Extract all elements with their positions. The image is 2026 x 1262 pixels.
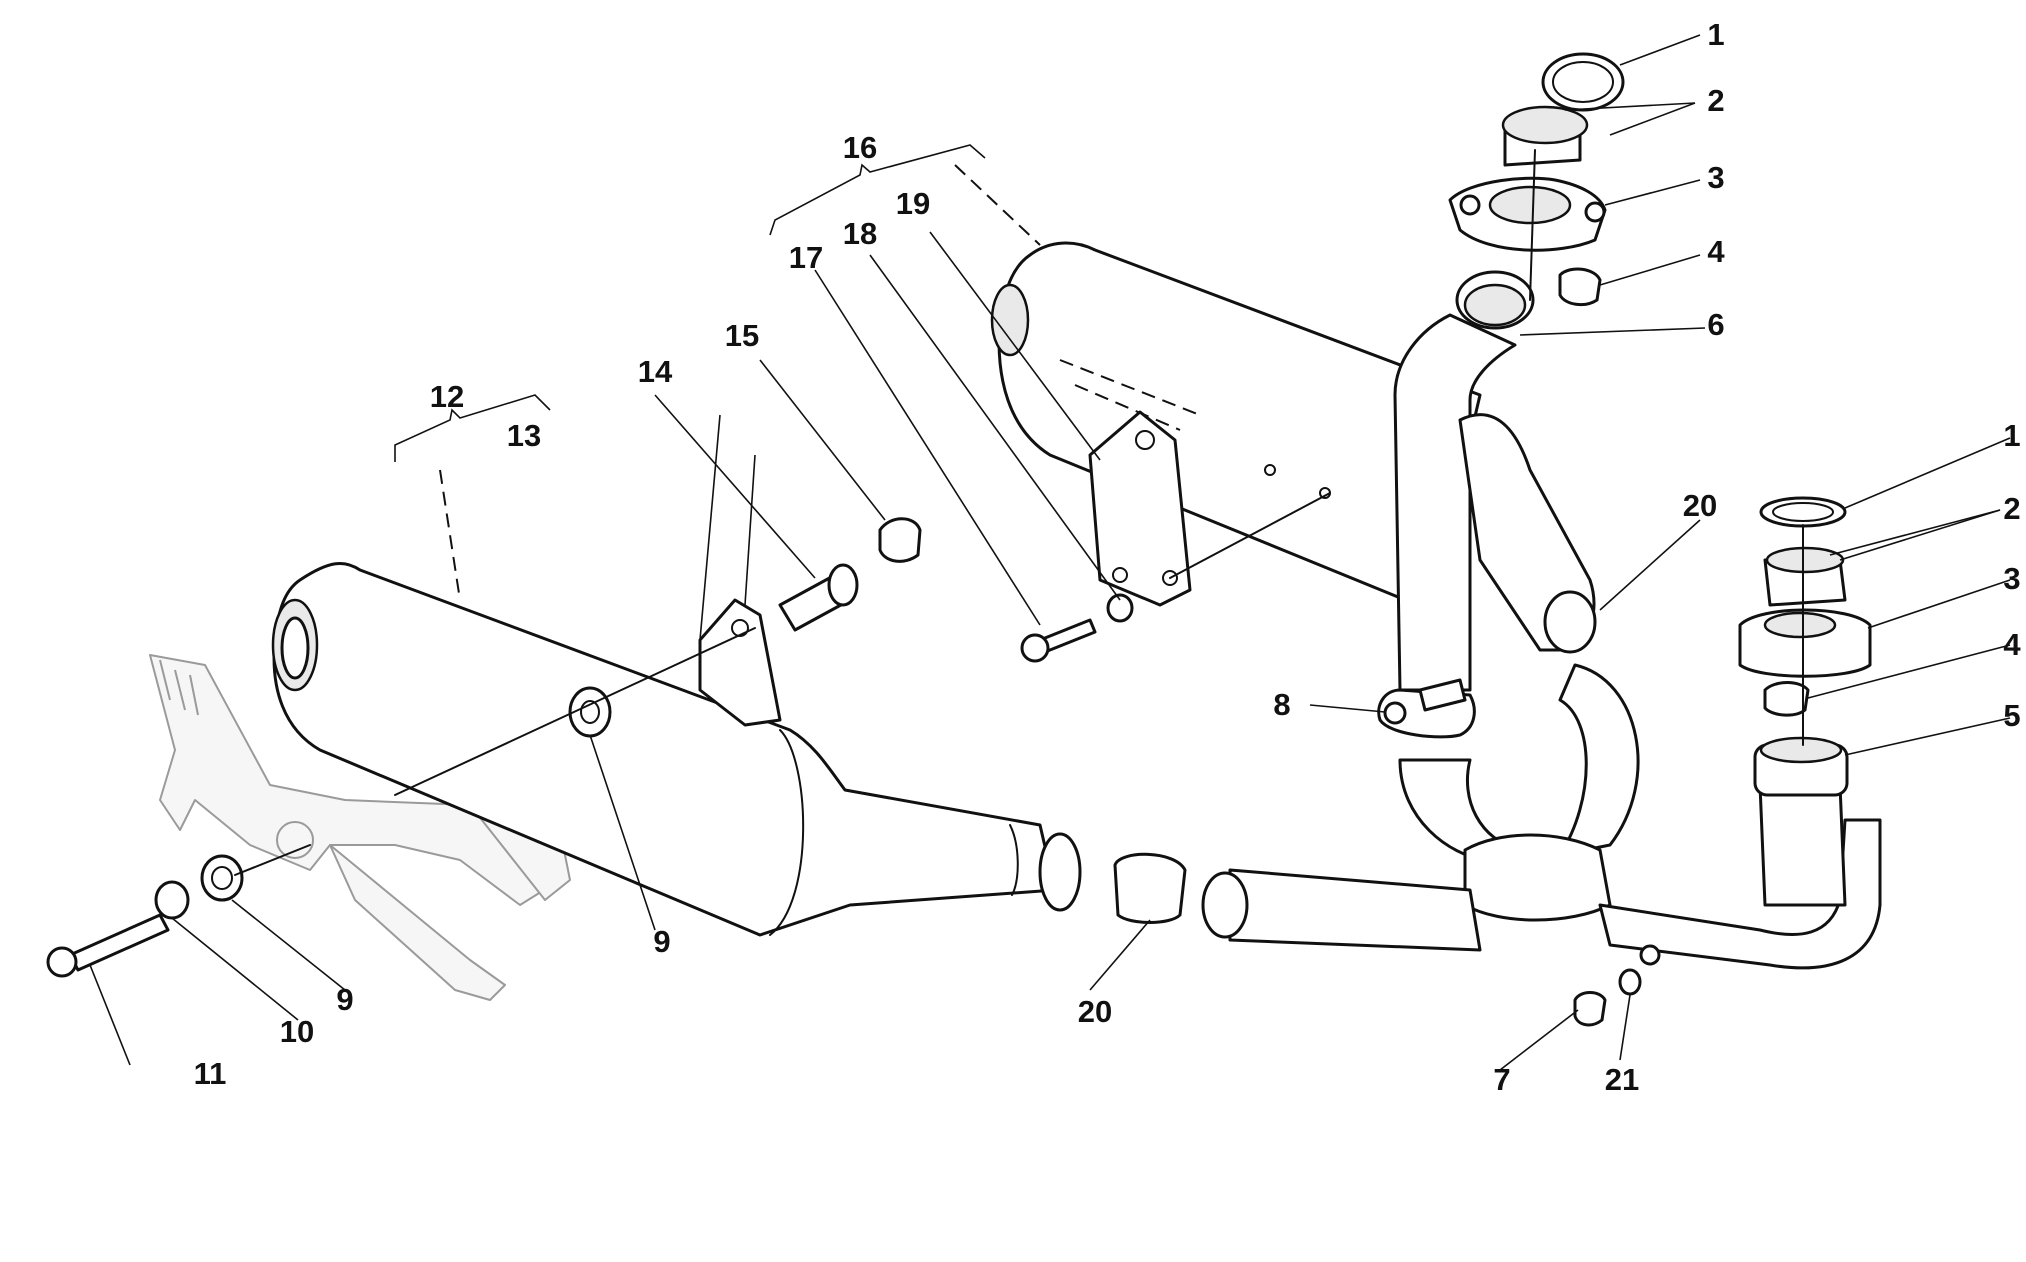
clamp-8: [1377, 678, 1476, 739]
callout-labels: 1 2 3 4 6 16 17 18 19 15 14 12 13 1 2 3 …: [194, 17, 2022, 1097]
right-flange-stack: [1738, 496, 1872, 717]
callout-10: 10: [280, 1014, 314, 1049]
callout-3-upper: 3: [1707, 160, 1724, 195]
callout-20-lower: 20: [1078, 994, 1112, 1029]
callout-19: 19: [896, 186, 930, 221]
callout-4-upper: 4: [1707, 234, 1725, 269]
callout-20-upper: 20: [1683, 488, 1717, 523]
assembly-brackets: [394, 144, 1041, 601]
callout-2-right: 2: [2003, 491, 2020, 526]
callout-5: 5: [2003, 698, 2020, 733]
callout-17: 17: [789, 240, 823, 275]
callout-1-upper: 1: [1707, 17, 1724, 52]
callout-13: 13: [507, 418, 541, 453]
lower-muffler: [271, 561, 1082, 937]
callout-9-upper: 9: [653, 924, 670, 959]
exhaust-headers: [1201, 270, 1882, 970]
callout-1-right: 1: [2003, 418, 2020, 453]
callout-9-lower: 9: [336, 982, 353, 1017]
callout-21: 21: [1605, 1062, 1639, 1097]
callout-16: 16: [843, 130, 877, 165]
callout-4-right: 4: [2003, 627, 2021, 662]
callout-2-upper: 2: [1707, 83, 1724, 118]
callout-7: 7: [1493, 1062, 1510, 1097]
callout-6: 6: [1707, 307, 1724, 342]
leader-lines: [89, 34, 2011, 1071]
callout-3-right: 3: [2003, 561, 2020, 596]
callout-12: 12: [430, 379, 464, 414]
callout-18: 18: [843, 216, 877, 251]
callout-8: 8: [1273, 687, 1290, 722]
callout-11: 11: [194, 1056, 227, 1091]
callout-14: 14: [638, 354, 673, 389]
upper-muffler: [990, 241, 1482, 612]
callout-15: 15: [725, 318, 759, 353]
fasteners-lower: [46, 517, 1642, 1027]
upper-flange-stack: [1448, 52, 1625, 307]
